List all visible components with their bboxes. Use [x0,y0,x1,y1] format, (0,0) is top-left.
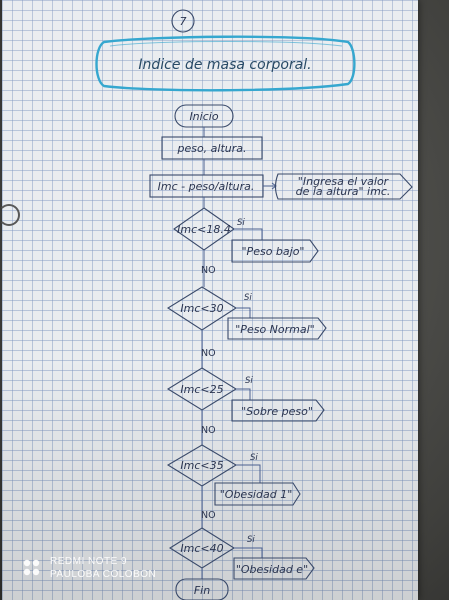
display-note: "Ingresa el valor de la altura" imc. [274,173,413,200]
display-note-line1: "Ingresa el valor [298,175,390,188]
output-5: "Obesidad e" [233,557,315,580]
input-text: peso, altura. [176,142,246,155]
decision-3-no: NO [201,425,216,436]
watermark-line2: PAULOBA COLOBON [50,569,157,580]
output-4: "Obesidad 1" [214,482,301,506]
output-3-text: "Sobre peso" [241,405,313,418]
end-text: Fin [194,584,210,597]
watermark-line1: REDMI NOTE 9 [50,556,128,567]
output-1: "Peso bajo" [231,239,319,263]
camera-dots-icon [23,559,40,576]
decision-4-yes: Si [250,453,258,463]
start-text: Inicio [189,110,218,123]
decision-5: Imc<40 [168,527,236,569]
decision-2-no: NO [201,348,216,359]
graph-paper-sheet [0,0,418,600]
page-number: 7 [171,9,195,33]
decision-2-yes: Si [244,293,252,303]
process-text: Imc - peso/altura. [158,180,255,193]
output-2-text: "Peso Normal" [235,323,314,336]
decision-4: Imc<35 [166,444,238,487]
binder-hole [0,204,20,226]
decision-4-text: Imc<35 [180,459,223,472]
input-box: peso, altura. [161,136,263,160]
decision-1-no: NO [201,265,216,276]
display-note-line2: de la altura" imc. [296,185,391,198]
output-4-text: "Obesidad 1" [220,488,293,501]
start-terminal: Inicio [174,104,234,128]
output-5-text: "Obesidad e" [236,563,308,576]
decision-1: Imc<18.4 [173,207,235,251]
decision-1-yes: Si [237,218,245,228]
decision-3-yes: Si [245,376,253,386]
decision-5-text: Imc<40 [180,542,223,555]
end-terminal: Fin [175,578,229,600]
watermark-text: REDMI NOTE 9 PAULOBA COLOBON [50,555,156,581]
decision-4-no: NO [201,510,216,521]
process-box: Imc - peso/altura. [149,174,264,198]
page-number-text: 7 [180,15,187,28]
decision-3: Imc<25 [166,367,238,411]
output-3: "Sobre peso" [231,399,325,422]
decision-1-text: Imc<18.4 [177,223,231,236]
decision-2: Imc<30 [166,286,238,331]
title-text: Indice de masa corporal. [138,57,311,73]
output-2: "Peso Normal" [227,317,327,340]
title-cloud: Indice de masa corporal. [95,35,356,92]
output-1-text: "Peso bajo" [242,245,305,258]
decision-5-yes: Si [247,535,255,545]
decision-2-text: Imc<30 [180,302,223,315]
decision-3-text: Imc<25 [180,383,223,396]
